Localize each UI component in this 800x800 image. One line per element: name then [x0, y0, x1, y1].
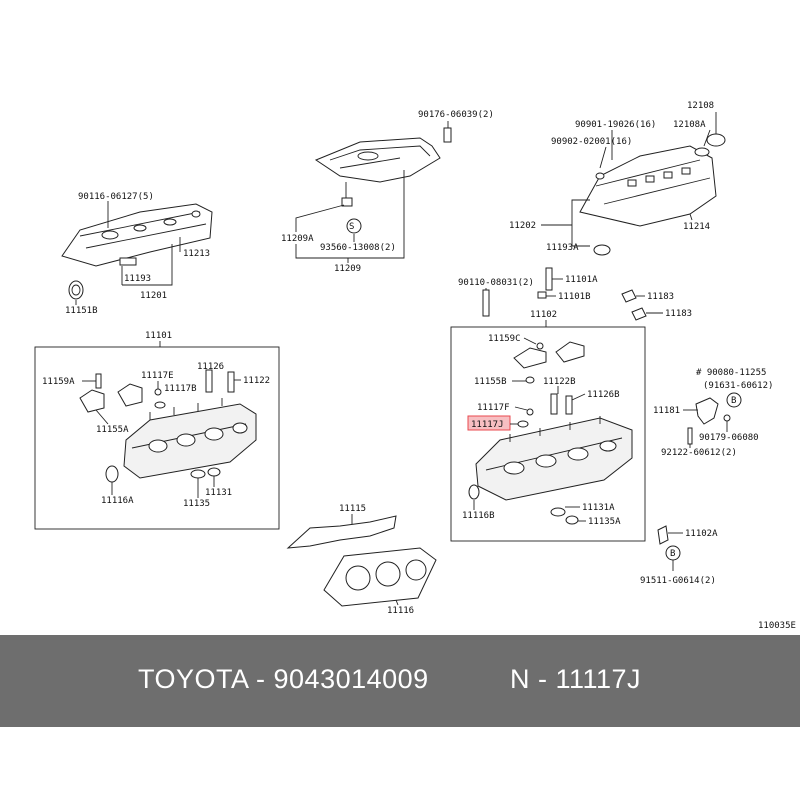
label-11122b: 11122B: [543, 377, 576, 387]
label-90902: 90902-02001(16): [551, 137, 632, 147]
label-90901: 90901-19026(16): [575, 120, 656, 130]
label-12108a: 12108A: [673, 120, 706, 130]
label-11116b: 11116B: [462, 511, 495, 521]
label-11116: 11116: [387, 606, 414, 616]
label-b2: B: [670, 549, 675, 559]
label-11116a: 11116A: [101, 496, 134, 506]
label-11135a: 11135A: [588, 517, 621, 527]
valve-cover-rh: [579, 133, 726, 256]
label-11117e: 11117E: [141, 371, 174, 381]
label-90080: # 90080-11255: [696, 368, 766, 378]
label-s: S: [349, 222, 354, 232]
label-11151b: 11151B: [65, 306, 98, 316]
label-11213: 11213: [183, 249, 210, 259]
label-11155b: 11155B: [474, 377, 507, 387]
label-11126b: 11126B: [587, 390, 620, 400]
diagram-code: 110035E: [758, 621, 796, 631]
label-11155a: 11155A: [96, 425, 129, 435]
bracket-parts: [657, 392, 742, 561]
label-11135: 11135: [183, 499, 210, 509]
label-93560: 93560-13008(2): [320, 243, 396, 253]
label-90176: 90176-06039(2): [418, 110, 494, 120]
part-reference: N - 11117J: [510, 664, 642, 694]
label-11214: 11214: [683, 222, 710, 232]
part-footer-bar: TOYOTA - 9043014009 N - 11117J: [0, 635, 800, 727]
label-11117j: 11117J: [471, 420, 504, 430]
label-11131: 11131: [205, 488, 232, 498]
label-11101a: 11101A: [565, 275, 598, 285]
label-11126: 11126: [197, 362, 224, 372]
label-92122: 92122-60612(2): [661, 448, 737, 458]
label-91631: (91631-60612): [703, 381, 773, 391]
label-11181: 11181: [653, 406, 680, 416]
highlight-11117j: [467, 415, 511, 431]
valve-cover-lh: [61, 203, 213, 300]
label-11201: 11201: [140, 291, 167, 301]
label-11117b: 11117B: [164, 384, 197, 394]
group-box-lh: [34, 346, 280, 530]
label-11159a: 11159A: [42, 377, 75, 387]
bottom-margin: [0, 727, 800, 800]
label-11209a: 11209A: [281, 234, 314, 244]
part-number: TOYOTA - 9043014009: [138, 664, 429, 694]
label-90179: 90179-06080: [699, 433, 759, 443]
label-11101b: 11101B: [558, 292, 591, 302]
gaskets: [286, 515, 437, 607]
label-11209: 11209: [334, 264, 361, 274]
label-11183-a: 11183: [647, 292, 674, 302]
label-90116: 90116-06127(5): [78, 192, 154, 202]
bolt-row-parts: [482, 267, 647, 321]
cylinder-head-rh: [468, 341, 633, 525]
label-11202: 11202: [509, 221, 536, 231]
label-11159c: 11159C: [488, 334, 521, 344]
label-11102: 11102: [530, 310, 557, 320]
label-11101: 11101: [145, 331, 172, 341]
label-11102a: 11102A: [685, 529, 718, 539]
label-11115: 11115: [339, 504, 366, 514]
engine-cover: [314, 127, 452, 234]
label-90110: 90110-08031(2): [458, 278, 534, 288]
label-91511: 91511-G0614(2): [640, 576, 716, 586]
label-11193a: 11193A: [546, 243, 579, 253]
label-11193: 11193: [124, 274, 151, 284]
label-11131a: 11131A: [582, 503, 615, 513]
label-b1: B: [731, 396, 736, 406]
label-11117f: 11117F: [477, 403, 510, 413]
label-11122: 11122: [243, 376, 270, 386]
parts-diagram: 90116-06127(5) 11213 11193 11201 11151B …: [34, 101, 796, 631]
label-12108: 12108: [687, 101, 714, 111]
label-11183-b: 11183: [665, 309, 692, 319]
group-box-rh: [450, 326, 646, 542]
